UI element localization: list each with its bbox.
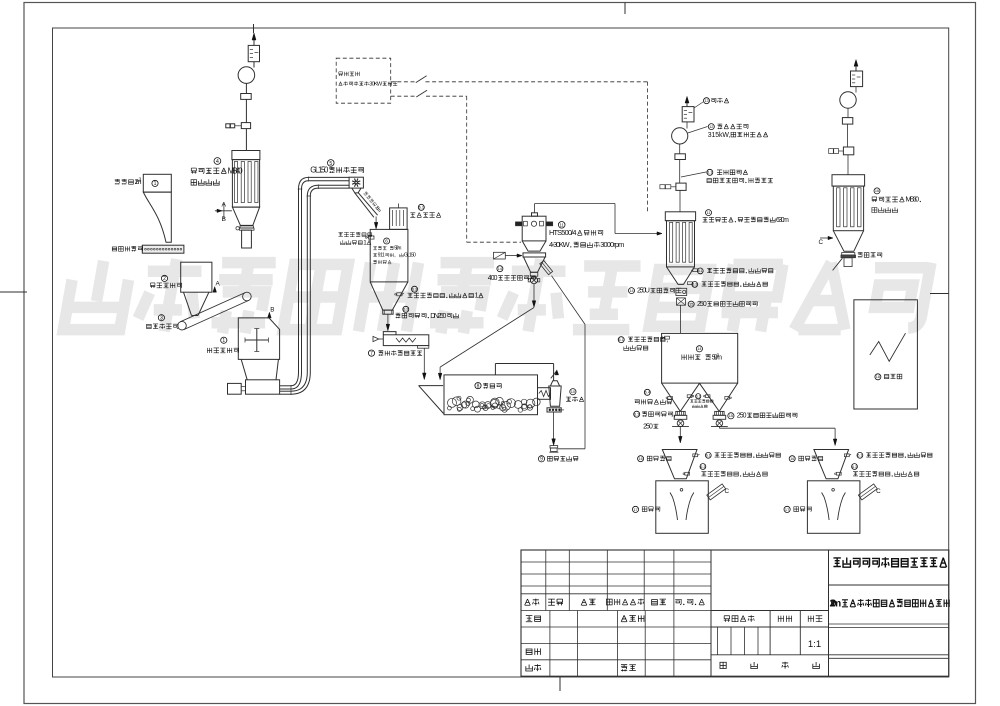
svg-text:3: 3 — [717, 353, 720, 358]
svg-text:C: C — [819, 239, 824, 246]
svg-text:6.4: 6.4 — [645, 391, 650, 395]
svg-text:1: 1 — [154, 181, 157, 187]
svg-text:250: 250 — [697, 301, 707, 308]
svg-text:3: 3 — [139, 178, 142, 184]
svg-text:,: , — [674, 411, 676, 418]
svg-text:8: 8 — [477, 383, 480, 389]
svg-text:C: C — [876, 488, 881, 495]
svg-text:5: 5 — [329, 161, 332, 167]
svg-text:16: 16 — [638, 457, 642, 461]
svg-text:400: 400 — [488, 275, 498, 282]
svg-text:3000rpm: 3000rpm — [600, 240, 624, 249]
svg-text:7: 7 — [370, 351, 373, 357]
svg-text:B: B — [270, 306, 274, 313]
svg-text:2: 2 — [163, 276, 166, 282]
svg-text:50m: 50m — [394, 246, 401, 252]
svg-text:6.1: 6.1 — [706, 454, 711, 458]
svg-text:MB30: MB30 — [905, 195, 919, 204]
svg-text:6.1: 6.1 — [419, 206, 424, 210]
svg-text:3: 3 — [160, 316, 163, 322]
svg-text:6.1: 6.1 — [696, 394, 701, 398]
svg-text:GL150: GL150 — [404, 253, 416, 259]
svg-text:315kW,: 315kW, — [708, 132, 731, 139]
svg-text:630m: 630m — [776, 217, 789, 224]
svg-text:14: 14 — [498, 267, 502, 271]
svg-text:C: C — [725, 488, 730, 495]
svg-text:6.2: 6.2 — [403, 308, 408, 312]
svg-text:GL150: GL150 — [310, 166, 329, 175]
svg-text:6.3: 6.3 — [700, 465, 705, 469]
svg-text:16: 16 — [875, 189, 879, 193]
svg-text:11: 11 — [707, 211, 711, 215]
svg-text:6.1: 6.1 — [857, 454, 862, 458]
svg-text:18: 18 — [876, 375, 880, 379]
svg-text:250: 250 — [737, 413, 747, 420]
svg-text:,: , — [666, 337, 668, 344]
svg-text:B: B — [222, 216, 227, 223]
svg-text:6.1: 6.1 — [707, 171, 712, 175]
svg-text:14: 14 — [629, 289, 633, 293]
svg-text:17: 17 — [633, 507, 637, 512]
svg-text:6.3: 6.3 — [634, 413, 639, 417]
svg-text:,: , — [394, 253, 395, 259]
svg-text:2m: 2m — [135, 177, 142, 186]
svg-text:13: 13 — [704, 99, 708, 103]
svg-text:250U: 250U — [637, 288, 650, 295]
svg-text:6.3: 6.3 — [692, 283, 697, 287]
svg-text:DN250: DN250 — [430, 313, 446, 320]
svg-text:4: 4 — [216, 159, 219, 165]
svg-text:6.1: 6.1 — [619, 338, 624, 342]
svg-text:1: 1 — [222, 338, 225, 344]
svg-text:14: 14 — [697, 346, 702, 351]
svg-text:10: 10 — [571, 389, 576, 394]
svg-text:A: A — [216, 281, 221, 288]
svg-text:9: 9 — [540, 457, 543, 463]
svg-text:4-30KW: 4-30KW — [549, 240, 570, 249]
svg-text:250: 250 — [643, 424, 653, 431]
svg-text:20m: 20m — [830, 598, 842, 610]
svg-text:911: 911 — [378, 253, 385, 259]
svg-text:,: , — [373, 232, 375, 239]
svg-text:6.3: 6.3 — [852, 465, 857, 469]
svg-text:6.1: 6.1 — [698, 269, 703, 273]
svg-text:50m: 50m — [712, 353, 722, 362]
svg-text:15: 15 — [689, 303, 693, 307]
svg-text:15m: 15m — [373, 205, 382, 214]
svg-text:11: 11 — [560, 222, 565, 227]
svg-text:30KW: 30KW — [369, 82, 383, 88]
svg-text:17: 17 — [785, 507, 789, 512]
svg-text:16: 16 — [790, 457, 794, 461]
svg-text:12: 12 — [709, 125, 713, 129]
svg-text:6: 6 — [385, 239, 388, 245]
svg-text:1: 1 — [475, 293, 479, 300]
svg-text:6.3: 6.3 — [412, 288, 417, 292]
svg-text:HTS500/4: HTS500/4 — [549, 228, 577, 237]
svg-text:1:1: 1:1 — [808, 639, 821, 650]
svg-text:15: 15 — [729, 413, 733, 418]
svg-text:MB40: MB40 — [228, 166, 243, 175]
svg-text:1: 1 — [363, 240, 367, 247]
